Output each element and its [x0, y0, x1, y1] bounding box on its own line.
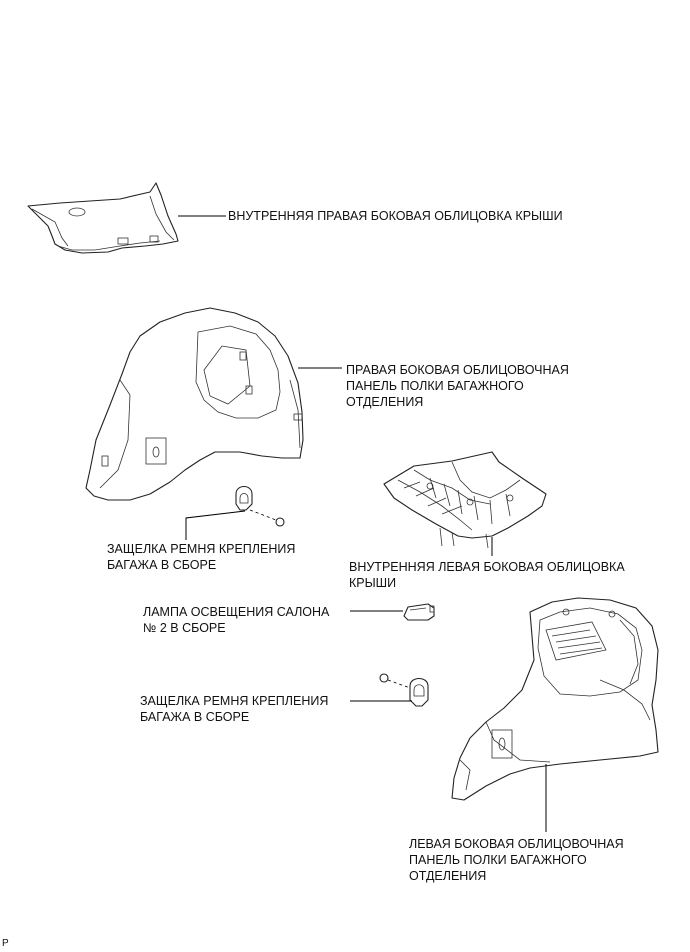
rh-deck-trim-side-panel-part [85, 307, 304, 501]
label-line: ЗАЩЕЛКА РЕМНЯ КРЕПЛЕНИЯ [107, 542, 296, 556]
label-room-lamp-no2: ЛАМПА ОСВЕЩЕНИЯ САЛОНА № 2 В СБОРЕ [143, 604, 329, 636]
label-line: ЛЕВАЯ БОКОВАЯ ОБЛИЦОВОЧНАЯ [409, 837, 624, 851]
label-upper-right-roof-side-garnish: ВНУТРЕННЯЯ ПРАВАЯ БОКОВАЯ ОБЛИЦОВКА КРЫШ… [228, 208, 563, 224]
label-upper-left-roof-side-garnish: ВНУТРЕННЯЯ ЛЕВАЯ БОКОВАЯ ОБЛИЦОВКА КРЫШИ [349, 559, 625, 591]
leader-line [185, 510, 246, 540]
label-rh-deck-trim-side-panel: ПРАВАЯ БОКОВАЯ ОБЛИЦОВОЧНАЯ ПАНЕЛЬ ПОЛКИ… [346, 362, 569, 410]
label-lh-deck-trim-side-panel: ЛЕВАЯ БОКОВАЯ ОБЛИЦОВОЧНАЯ ПАНЕЛЬ ПОЛКИ … [409, 836, 624, 884]
label-line: ОТДЕЛЕНИЯ [346, 395, 424, 409]
upper-left-roof-side-garnish-part [383, 451, 547, 549]
lh-deck-trim-side-panel-part [451, 597, 659, 801]
label-line: ВНУТРЕННЯЯ ПРАВАЯ БОКОВАЯ ОБЛИЦОВКА КРЫШ… [228, 209, 563, 223]
label-line: ПАНЕЛЬ ПОЛКИ БАГАЖНОГО [346, 379, 524, 393]
label-luggage-hold-belt-striker-1: ЗАЩЕЛКА РЕМНЯ КРЕПЛЕНИЯ БАГАЖА В СБОРЕ [107, 541, 295, 573]
label-luggage-hold-belt-striker-2: ЗАЩЕЛКА РЕМНЯ КРЕПЛЕНИЯ БАГАЖА В СБОРЕ [140, 693, 328, 725]
label-line: ПАНЕЛЬ ПОЛКИ БАГАЖНОГО [409, 853, 587, 867]
upper-right-roof-side-garnish-part [27, 182, 179, 254]
label-line: БАГАЖА В СБОРЕ [107, 558, 217, 572]
label-line: ВНУТРЕННЯЯ ЛЕВАЯ БОКОВАЯ ОБЛИЦОВКА [349, 560, 625, 574]
room-lamp-no2-part [403, 603, 435, 621]
corner-mark: P [2, 938, 9, 949]
label-line: ОТДЕЛЕНИЯ [409, 869, 487, 883]
luggage-hold-belt-striker-2-part [379, 673, 429, 707]
label-line: ПРАВАЯ БОКОВАЯ ОБЛИЦОВОЧНАЯ [346, 363, 569, 377]
label-line: БАГАЖА В СБОРЕ [140, 710, 250, 724]
label-line: ЗАЩЕЛКА РЕМНЯ КРЕПЛЕНИЯ [140, 694, 329, 708]
label-line: № 2 В СБОРЕ [143, 621, 226, 635]
label-line: КРЫШИ [349, 576, 397, 590]
label-line: ЛАМПА ОСВЕЩЕНИЯ САЛОНА [143, 605, 330, 619]
luggage-hold-belt-striker-1-part [235, 485, 285, 527]
